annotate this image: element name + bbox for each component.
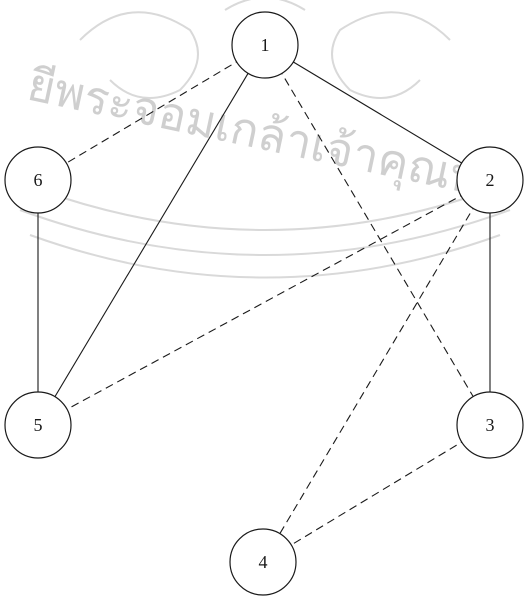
edge-1-3 (265, 45, 490, 425)
node-label: 6 (34, 170, 43, 190)
node-6: 6 (5, 147, 71, 213)
edge-3-4 (263, 425, 490, 562)
node-1: 1 (232, 12, 298, 78)
node-3: 3 (457, 392, 523, 458)
node-label: 1 (261, 35, 270, 55)
node-5: 5 (5, 392, 71, 458)
node-label: 2 (486, 170, 495, 190)
edge-2-5 (38, 180, 490, 425)
node-label: 3 (486, 415, 495, 435)
node-label: 4 (259, 552, 268, 572)
edge-2-4 (263, 180, 490, 562)
node-label: 5 (34, 415, 43, 435)
watermark-text: ยีพระจอมเกล้าเจ้าคุณทห (23, 57, 516, 214)
node-2: 2 (457, 147, 523, 213)
node-4: 4 (230, 529, 296, 595)
